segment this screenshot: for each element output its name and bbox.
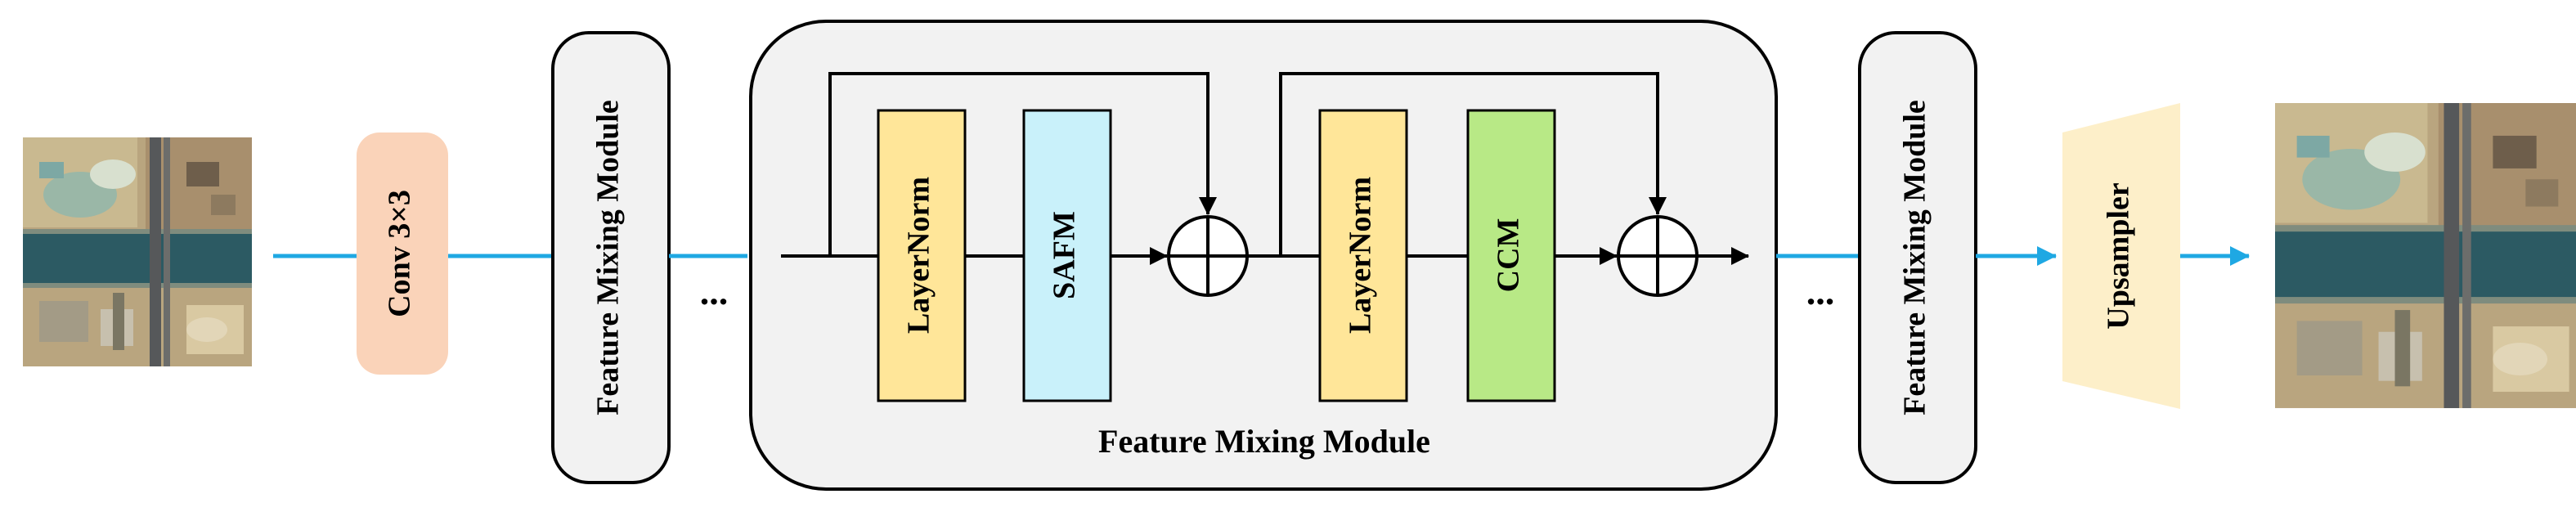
elementwise-add-2	[1617, 215, 1699, 297]
upsampler-label: Upsampler	[2102, 182, 2136, 330]
fmm-left-label: Feature Mixing Module	[591, 100, 626, 415]
ellipsis-left: ...	[700, 271, 729, 312]
layernorm-block-2: LayerNorm	[1318, 109, 1408, 402]
feature-mixing-module-left: Feature Mixing Module	[551, 31, 671, 484]
conv-label: Conv 3×3	[383, 190, 417, 317]
ellipsis-right: ...	[1806, 271, 1835, 312]
residual-connection-1	[828, 72, 1217, 256]
input-image	[23, 137, 252, 366]
feature-mixing-module-right: Feature Mixing Module	[1858, 31, 1977, 484]
conv-3x3-block: Conv 3×3	[357, 132, 448, 375]
ccm-block: CCM	[1466, 109, 1556, 402]
safm-block: SAFM	[1022, 109, 1112, 402]
feature-mixing-module-detail: LayerNorm SAFM LayerNorm CCM	[749, 20, 1778, 491]
upsampler-block: Upsampler	[2062, 103, 2180, 409]
layernorm-2-label: LayerNorm	[1344, 177, 1378, 334]
elementwise-add-1	[1167, 215, 1249, 297]
ccm-label: CCM	[1492, 218, 1526, 293]
output-image	[2275, 103, 2576, 408]
fmm-detail-caption: Feature Mixing Module	[1098, 423, 1430, 460]
residual-connection-2	[1279, 72, 1667, 256]
layernorm-block-1: LayerNorm	[877, 109, 967, 402]
layernorm-1-label: LayerNorm	[902, 177, 936, 334]
safm-label: SAFM	[1048, 211, 1082, 299]
fmm-right-label: Feature Mixing Module	[1898, 100, 1932, 415]
